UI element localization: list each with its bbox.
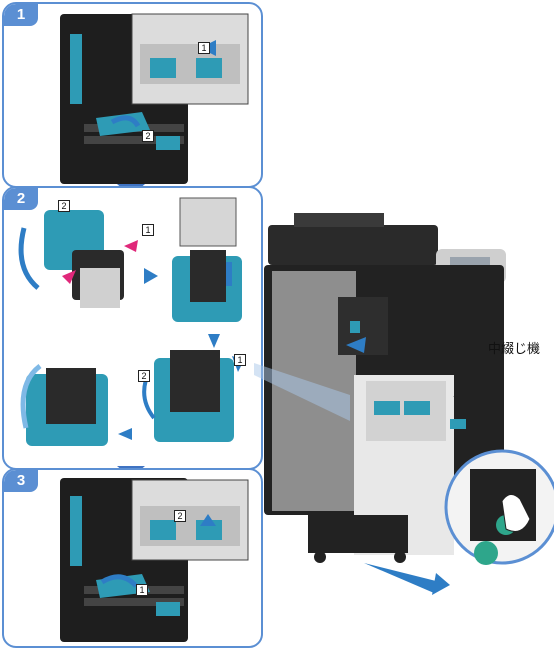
callout-1: 1 bbox=[198, 42, 210, 54]
callout-1: 1 bbox=[234, 354, 246, 366]
callout-2: 2 bbox=[142, 130, 154, 142]
step-3-illustration bbox=[60, 478, 249, 642]
callout-1: 1 bbox=[142, 224, 154, 236]
step-2-panel: 2 2 1 2 1 bbox=[2, 186, 263, 470]
callout-2: 2 bbox=[58, 200, 70, 212]
callout-1: 1 bbox=[136, 584, 148, 596]
step-1-illustration bbox=[60, 13, 249, 184]
step-2-illustration bbox=[18, 197, 244, 446]
step-3-panel: 3 2 1 bbox=[2, 468, 263, 648]
step-number: 3 bbox=[4, 470, 38, 492]
callout-2: 2 bbox=[174, 510, 186, 522]
machine-label: 中綴じ機 bbox=[488, 341, 541, 356]
step-number: 2 bbox=[4, 188, 38, 210]
step-number: 1 bbox=[4, 4, 38, 26]
machine-illustration bbox=[254, 213, 554, 595]
callout-2: 2 bbox=[138, 370, 150, 382]
step-1-panel: 1 1 2 bbox=[2, 2, 263, 188]
